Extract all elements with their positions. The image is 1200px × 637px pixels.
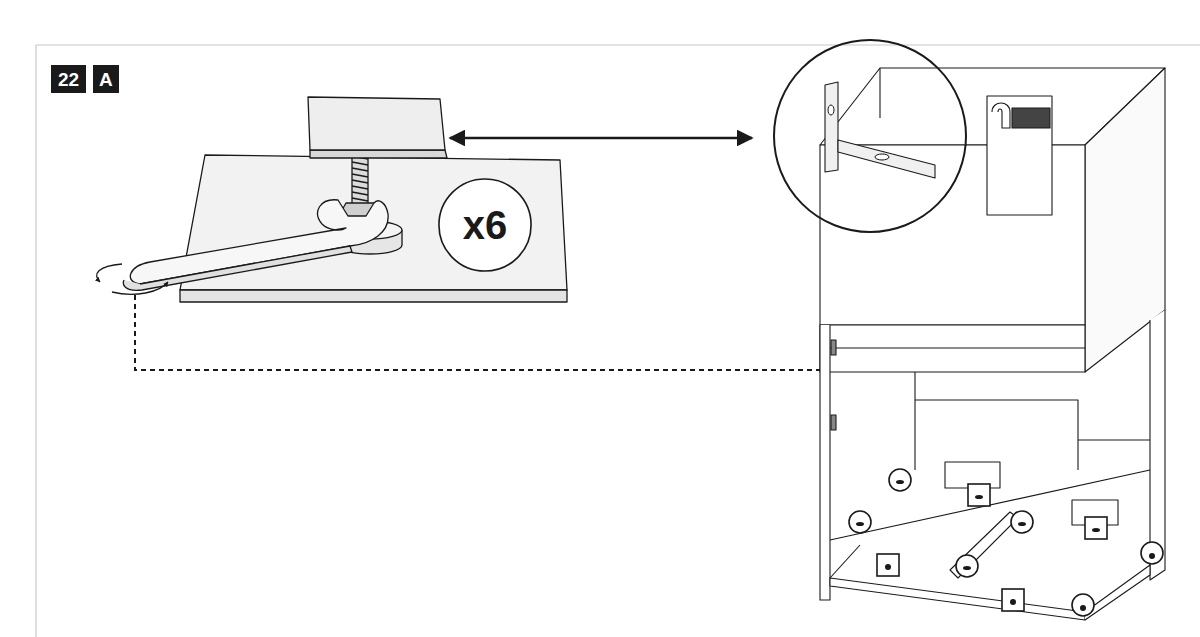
- rotation-arrows: [97, 264, 168, 294]
- quantity-circle: x6: [438, 178, 532, 272]
- step-label-box: 22: [51, 65, 86, 93]
- cabinet: [820, 68, 1165, 620]
- step-label-box: A: [93, 65, 119, 93]
- correspondence-arrow: [450, 138, 752, 139]
- foot-symbols: [856, 480, 1155, 611]
- leveling-foot-detail: [123, 97, 567, 302]
- quantity-label: x6: [463, 205, 508, 245]
- magnified-level: [774, 40, 966, 232]
- page-frame: [36, 45, 1200, 637]
- foot-markers: [849, 469, 1163, 616]
- step-number: 22: [58, 70, 79, 89]
- step-number: A: [99, 70, 113, 89]
